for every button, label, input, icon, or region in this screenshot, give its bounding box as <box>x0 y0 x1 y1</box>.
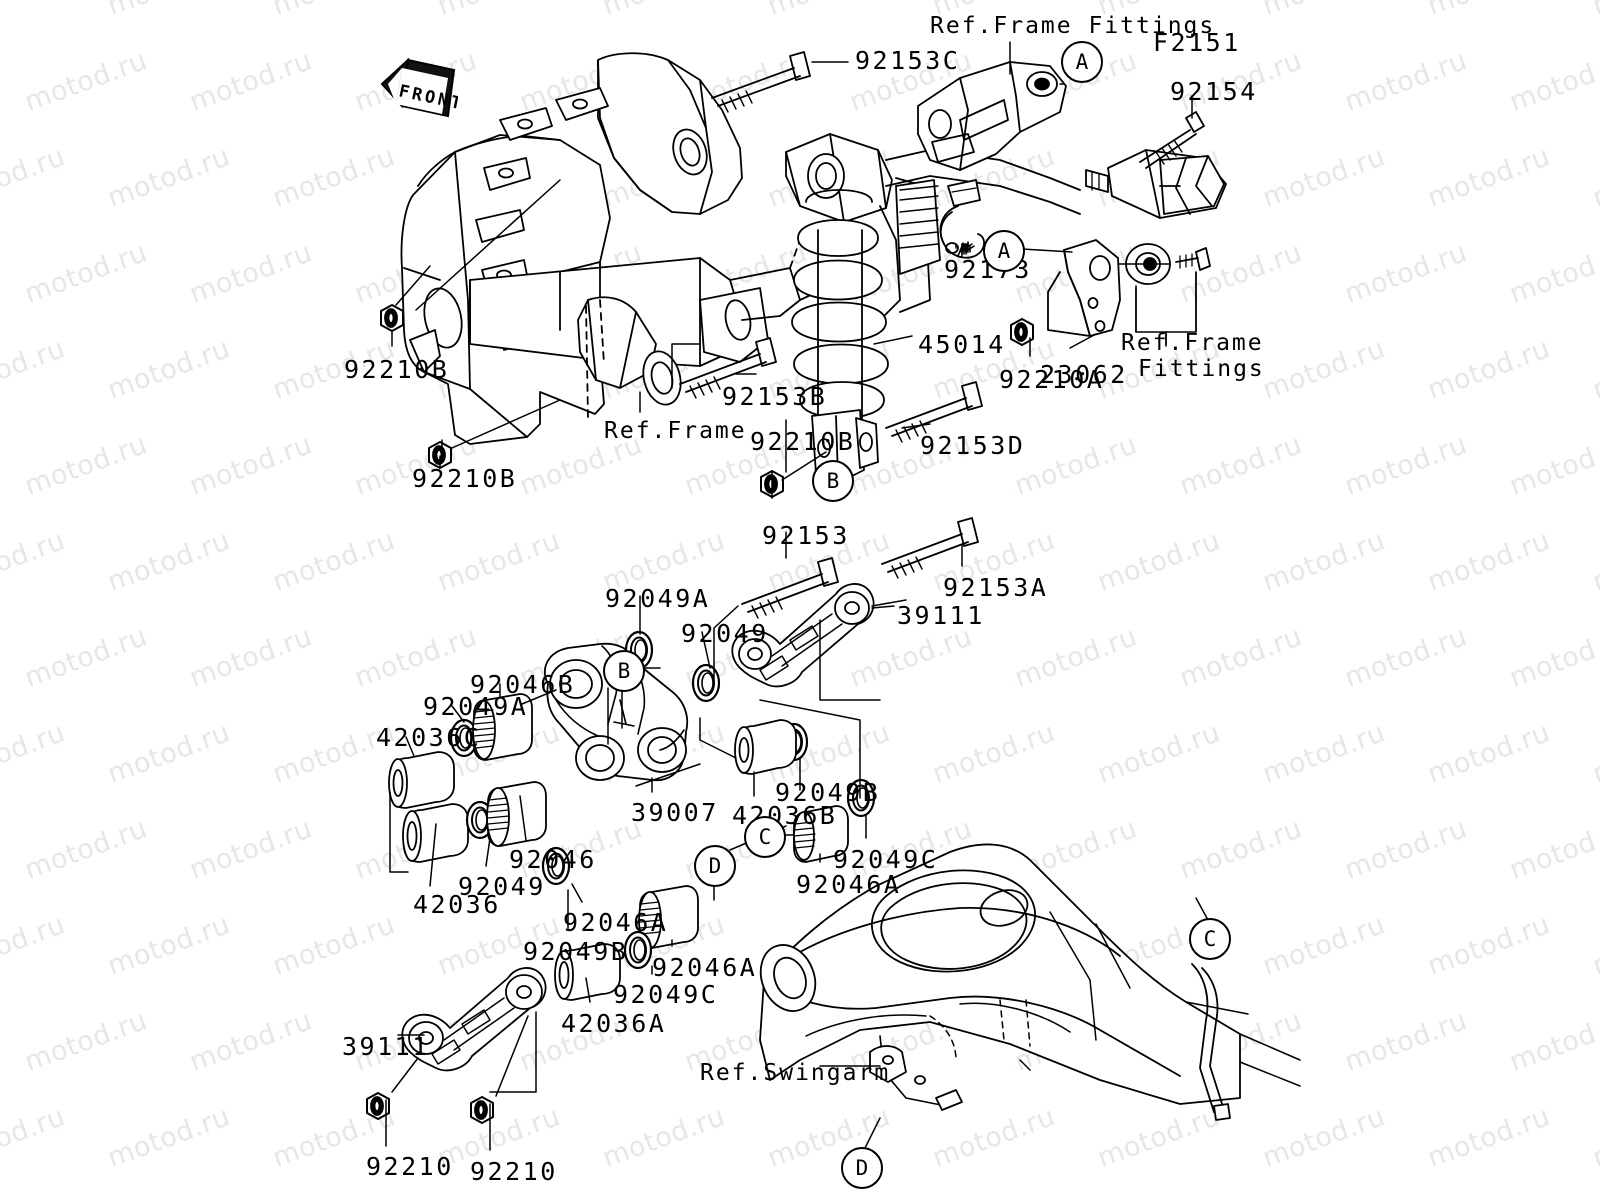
callout-92210b: 92210B <box>750 427 856 456</box>
callout-ref-frame-fittings: Ref.Frame Fittings <box>930 13 1216 39</box>
bolt-92153B <box>679 337 777 399</box>
callout-92046: 92046 <box>509 845 597 874</box>
callout-92210a: 92210A <box>999 365 1105 394</box>
callout-92210: 92210 <box>366 1152 454 1181</box>
callout-23062: 23062 <box>1040 360 1128 389</box>
callout-fittings: Fittings <box>1138 356 1265 382</box>
circle-marker-b: B <box>812 460 854 502</box>
callout-92049c: 92049C <box>833 845 939 874</box>
swingarm <box>759 843 1301 1121</box>
circle-marker-a: A <box>1061 41 1103 83</box>
circle-marker-d: D <box>694 845 736 887</box>
bolt-92153C <box>711 51 811 113</box>
callout-92046a: 92046A <box>796 870 902 899</box>
callout-42036a: 42036A <box>561 1009 667 1038</box>
circle-marker-b: B <box>603 650 645 692</box>
callout-92049a: 92049A <box>423 692 529 721</box>
sleeve-42036A <box>554 943 621 1001</box>
callout-ref-swingarm: Ref.Swingarm <box>700 1060 891 1086</box>
circle-marker-a: A <box>983 230 1025 272</box>
bolt-92153D <box>885 381 983 443</box>
callout-92153a: 92153A <box>943 573 1049 602</box>
bearing-92046A-right <box>793 805 849 863</box>
callout-42036: 42036 <box>413 890 501 919</box>
callout-92049: 92049 <box>681 619 769 648</box>
tie-rod-39111-upper <box>731 583 875 688</box>
sleeve-42036 <box>402 803 469 863</box>
circle-marker-d: D <box>841 1147 883 1189</box>
callout-92154: 92154 <box>1170 77 1258 106</box>
frame-fitting-bracket <box>917 61 1067 171</box>
callout-92046b: 92046B <box>470 670 576 699</box>
shock-absorber-45014 <box>785 133 1081 481</box>
callout-39111: 39111 <box>342 1032 430 1061</box>
shock-upper-mount <box>1085 111 1227 219</box>
clamp-92173 <box>939 179 985 259</box>
sleeve-42036C <box>388 751 455 809</box>
bearing-92046B <box>472 693 533 761</box>
callout-39111: 39111 <box>897 601 985 630</box>
circle-marker-c: C <box>1189 918 1231 960</box>
callout-92046a: 92046A <box>652 953 758 982</box>
callout-92210: 92210 <box>470 1157 558 1186</box>
callout-92153c: 92153C <box>855 46 961 75</box>
callout-92046a: 92046A <box>563 908 669 937</box>
callout-92153d: 92153D <box>920 431 1026 460</box>
callout-f2151: F2151 <box>1153 28 1241 57</box>
tie-rod-39111-lower <box>401 967 547 1072</box>
callout-ref-frame: Ref.Frame <box>1121 330 1264 356</box>
callout-92049a: 92049A <box>605 584 711 613</box>
callout-92049c: 92049C <box>613 980 719 1009</box>
front-direction-marker: FRONT <box>378 57 466 138</box>
bolt-92153A <box>881 517 979 579</box>
callout-92049b: 92049B <box>523 937 629 966</box>
rocker-arm-39007 <box>544 642 689 782</box>
bolt-92153 <box>741 557 839 619</box>
callout-92210b: 92210B <box>344 355 450 384</box>
callout-92153: 92153 <box>762 521 850 550</box>
callout-ref-frame: Ref.Frame <box>604 418 747 444</box>
circle-marker-c: C <box>744 816 786 858</box>
callout-92210b: 92210B <box>412 464 518 493</box>
sleeve-42036B <box>734 719 797 775</box>
bearing-92046 <box>486 781 547 847</box>
callout-92049: 92049 <box>458 872 546 901</box>
callout-92153b: 92153B <box>722 382 828 411</box>
frame-assembly <box>400 52 861 445</box>
callout-42036c: 42036C <box>376 723 482 752</box>
callout-45014: 45014 <box>918 330 1006 359</box>
callout-92049b: 92049B <box>775 778 881 807</box>
callout-39007: 39007 <box>631 798 719 827</box>
